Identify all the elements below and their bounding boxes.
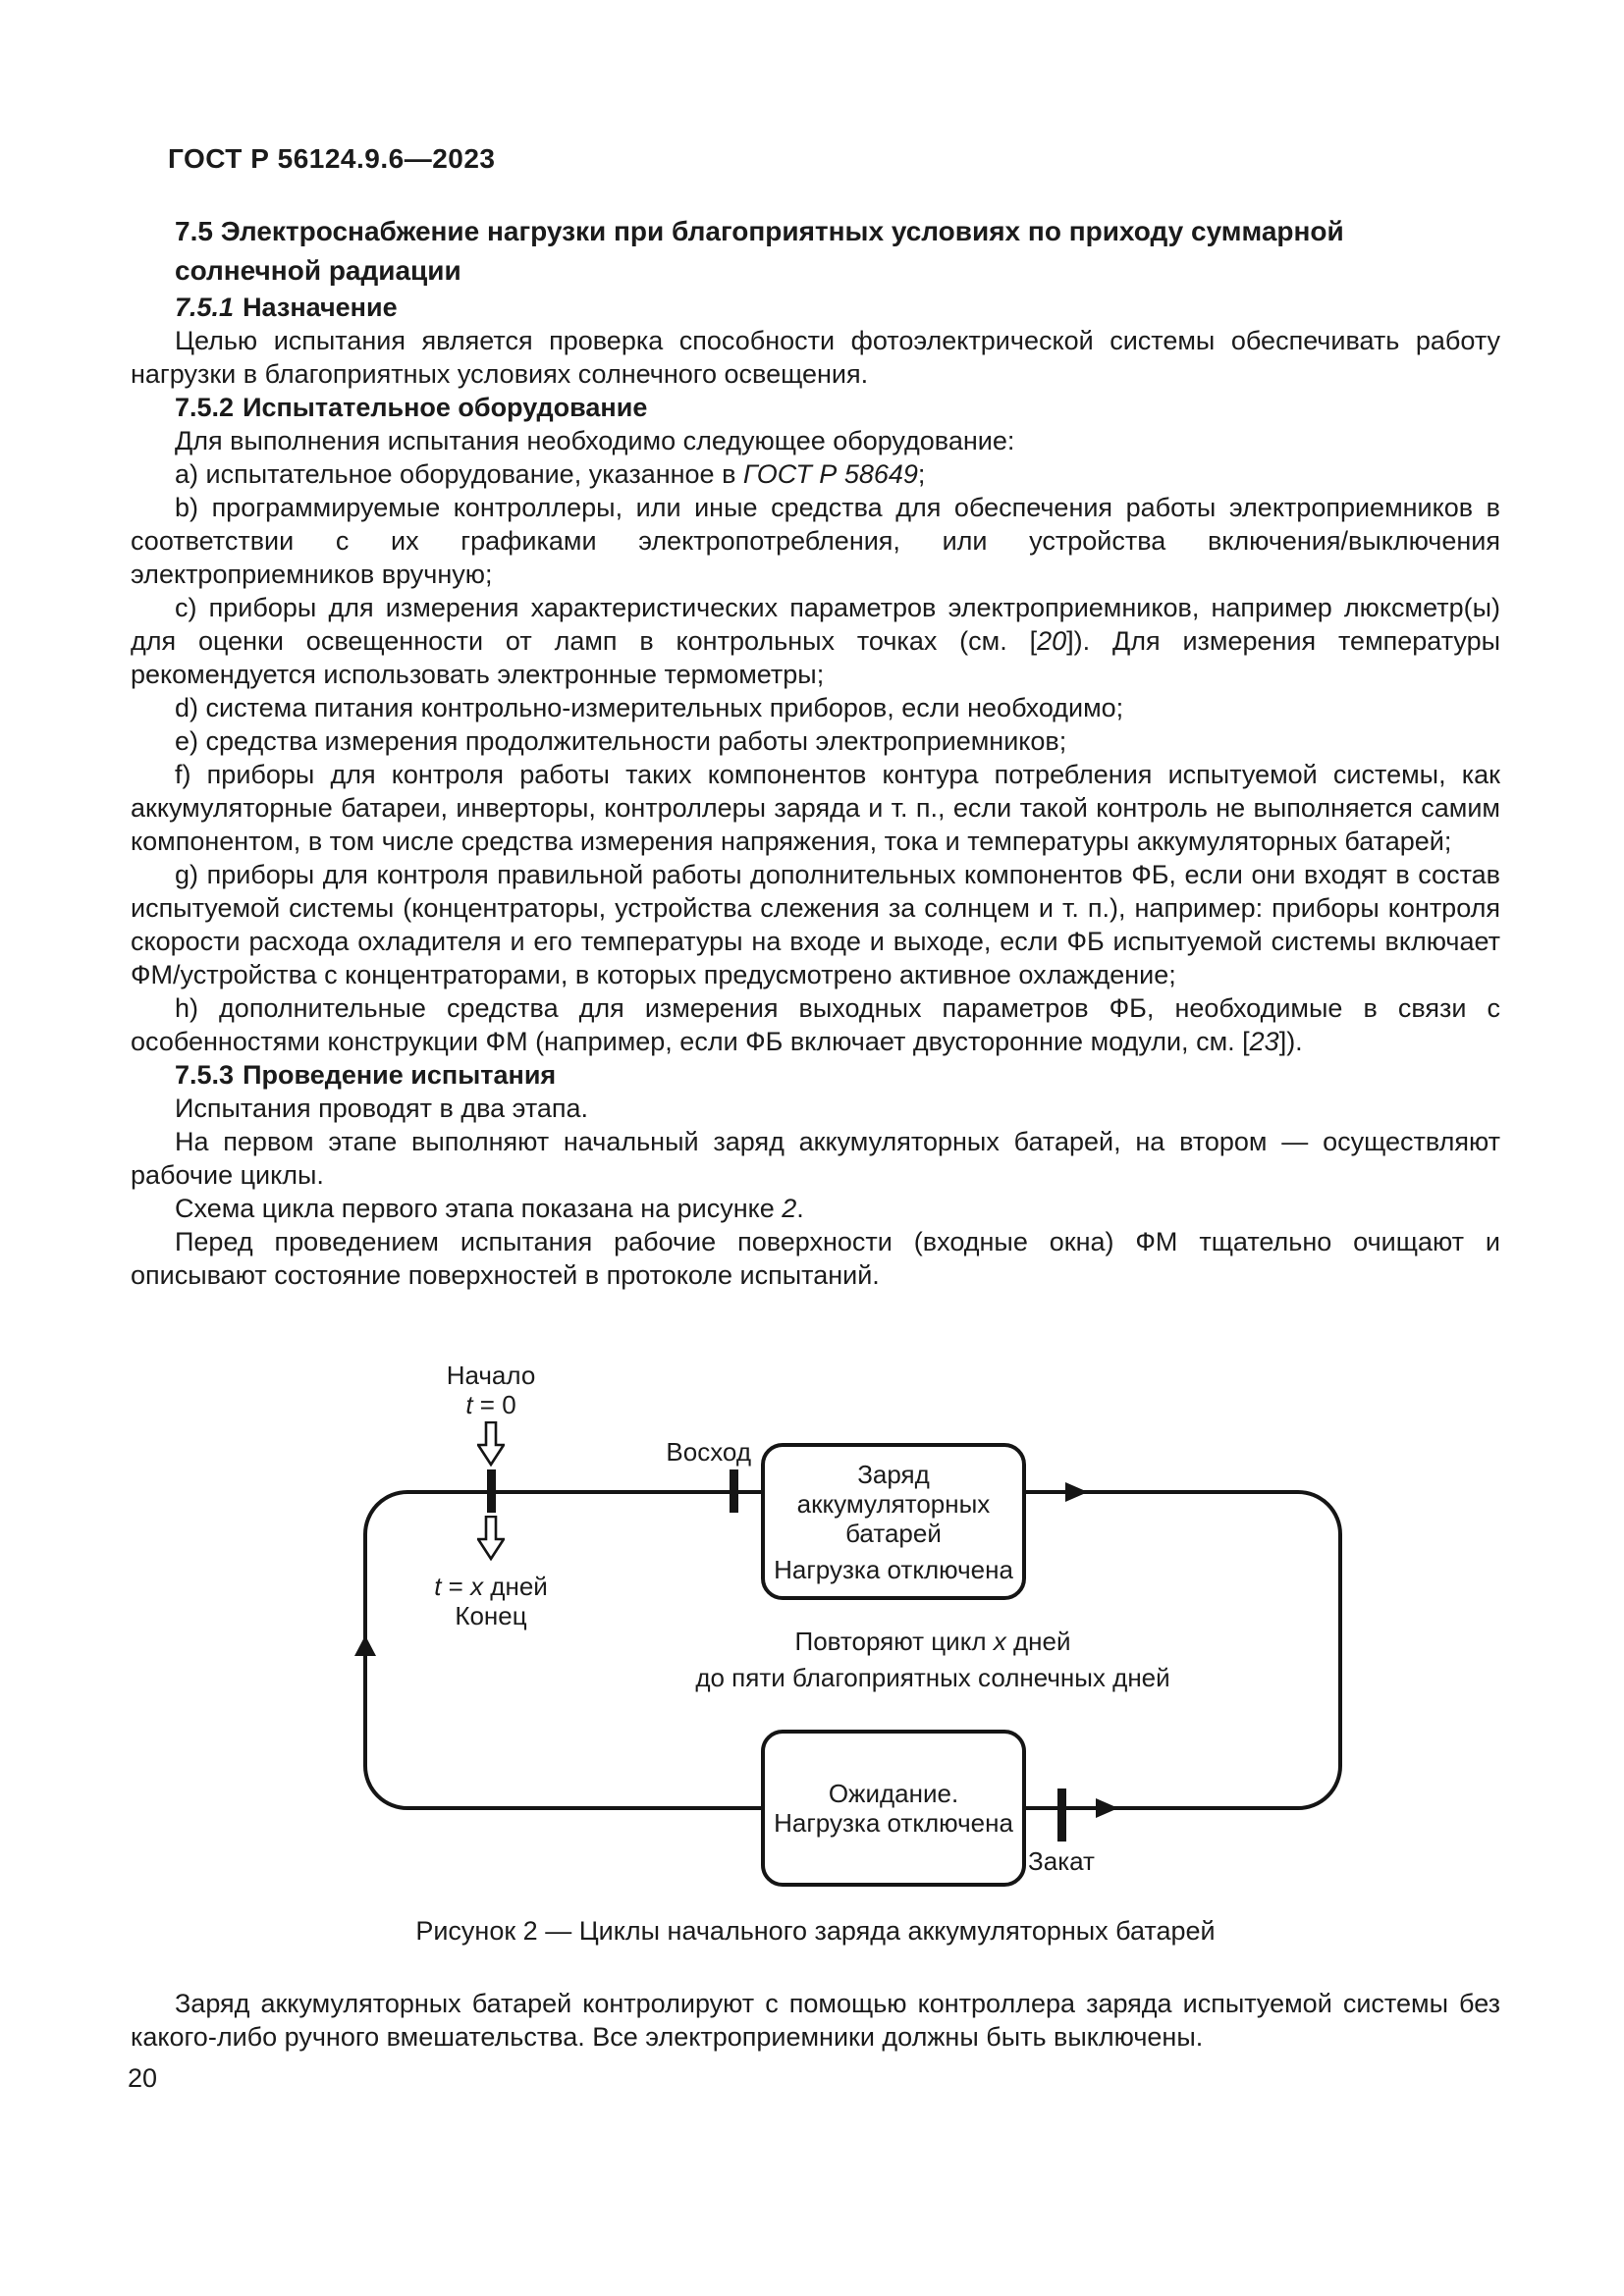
repeat-note-line1: Повторяют цикл x дней [609, 1624, 1257, 1660]
subsection-heading-7-5-3: 7.5.3 Проведение испытания [131, 1058, 1500, 1092]
main-text: 7.5 Электроснабжение нагрузки при благоп… [131, 212, 1500, 1292]
repeat-note-line2: до пяти благоприятных солнечных дней [695, 1663, 1170, 1692]
wait-state-box: Ожидание. Нагрузка отключена [761, 1730, 1026, 1887]
start-label: Начало [446, 1361, 536, 1390]
end-label-group: t = x дней Конец [393, 1572, 589, 1630]
down-arrow-icon [477, 1421, 505, 1467]
item-a-tail: ; [917, 459, 926, 489]
list-item-a: a) испытательное оборудование, указанное… [131, 457, 1500, 491]
page-number: 20 [128, 2063, 158, 2093]
section-heading-7-5: 7.5 Электроснабжение нагрузки при благоп… [131, 212, 1500, 291]
equals-sign: = [441, 1572, 471, 1601]
list-item-b: b) программируемые контроллеры, или иные… [131, 493, 1500, 589]
paragraph-figure-reference: Схема цикла первого этапа показана на ри… [131, 1192, 1500, 1225]
paragraph-two-stages: Испытания проводят в два этапа. [175, 1094, 589, 1123]
closing-text: Заряд аккумуляторных батарей контролирую… [131, 1987, 1500, 2054]
wait-box-line1: Ожидание. [828, 1779, 959, 1808]
list-item-d: d) система питания контрольно-измеритель… [175, 693, 1124, 722]
sunrise-tick-mark [730, 1469, 738, 1513]
paragraph-charge-control: Заряд аккумуляторных батарей контролирую… [131, 1989, 1500, 2052]
start-tick-mark [487, 1469, 496, 1513]
repeat-text-tail: дней [1005, 1627, 1071, 1656]
t-zero-label: t = 0 [417, 1390, 565, 1419]
paragraph-equipment-intro: Для выполнения испытания необходимо след… [175, 426, 1015, 455]
flow-arrow-up-icon [354, 1635, 376, 1656]
item-c-text: c) приборы для измерения характеристичес… [131, 593, 1500, 656]
list-item-g: g) приборы для контроля правильной работ… [131, 860, 1500, 989]
list-item-e: e) средства измерения продолжительности … [175, 726, 1067, 756]
repeat-text: Повторяют цикл [794, 1627, 994, 1656]
item-h-tail: ]). [1278, 1027, 1303, 1056]
charge-state-box: Заряд аккумуляторных батарей Нагрузка от… [761, 1443, 1026, 1600]
end-label: Конец [455, 1601, 527, 1630]
flow-arrow-right-icon [1065, 1482, 1088, 1502]
start-label-group: Начало t = 0 [417, 1361, 565, 1419]
bibliography-reference: 20 [1037, 626, 1067, 656]
paragraph-first-stage: На первом этапе выполняют начальный заря… [131, 1127, 1500, 1190]
list-item-h: h) дополнительные средства для измерения… [131, 991, 1500, 1058]
item-c-tail: ]). Для измерения температуры рекомендуе… [131, 626, 1500, 689]
gost-reference: ГОСТ Р 58649 [742, 459, 918, 489]
subsection-number: 7.5.1 [175, 293, 235, 322]
repeat-cycle-note: Повторяют цикл x дней до пяти благоприят… [609, 1624, 1257, 1696]
list-item-f: f) приборы для контроля работы таких ком… [131, 760, 1500, 856]
t-zero-value: = 0 [472, 1390, 516, 1419]
list-item-c: c) приборы для измерения характеристичес… [131, 591, 1500, 691]
subsection-title: Проведение испытания [243, 1060, 557, 1090]
t-variable: t [434, 1572, 442, 1601]
subsection-number: 7.5.2 [175, 393, 235, 422]
flow-arrow-right-icon [1096, 1798, 1118, 1818]
sunrise-label: Восход [666, 1437, 751, 1467]
figure-ref-tail: . [796, 1194, 804, 1223]
figure-ref-text: Схема цикла первого этапа показана на ри… [175, 1194, 783, 1223]
x-variable: x [993, 1627, 1006, 1656]
subsection-heading-7-5-2: 7.5.2 Испытательное оборудование [131, 391, 1500, 424]
days-text: дней [483, 1572, 548, 1601]
x-variable: x [470, 1572, 484, 1601]
charge-box-line1: Заряд [857, 1459, 930, 1489]
charge-box-line3: батарей [845, 1518, 942, 1548]
figure-number: 2 [782, 1194, 797, 1223]
figure-2-diagram: Начало t = 0 t = x дней Конец Восход Зак… [0, 1353, 1624, 1981]
item-h-text: h) дополнительные средства для измерения… [131, 993, 1500, 1056]
subsection-number: 7.5.3 [175, 1060, 235, 1090]
section-heading-line1: 7.5 Электроснабжение нагрузки при благоп… [175, 216, 1344, 246]
t-x-days-label: t = x дней [393, 1572, 589, 1601]
document-header: ГОСТ Р 56124.9.6—2023 [168, 143, 496, 174]
wait-box-line2: Нагрузка отключена [774, 1808, 1013, 1838]
subsection-title: Назначение [243, 293, 398, 322]
subsection-title: Испытательное оборудование [243, 393, 648, 422]
paragraph-surface-cleaning: Перед проведением испытания рабочие пове… [131, 1227, 1500, 1290]
paragraph-purpose: Целью испытания является проверка способ… [131, 326, 1500, 389]
down-arrow-icon [477, 1516, 505, 1561]
sunset-label: Закат [1028, 1846, 1095, 1876]
charge-box-line4: Нагрузка отключена [774, 1554, 1013, 1584]
section-heading-line2: солнечной радиации [175, 255, 461, 286]
figure-caption: Рисунок 2 — Циклы начального заряда акку… [415, 1916, 1216, 1946]
sunset-tick-mark [1057, 1789, 1066, 1842]
bibliography-reference: 23 [1249, 1027, 1279, 1056]
subsection-heading-7-5-1: 7.5.1 Назначение [131, 291, 1500, 324]
item-a-text: a) испытательное оборудование, указанное… [175, 459, 743, 489]
t-variable: t [465, 1390, 473, 1419]
charge-box-line2: аккумуляторных [796, 1488, 991, 1519]
